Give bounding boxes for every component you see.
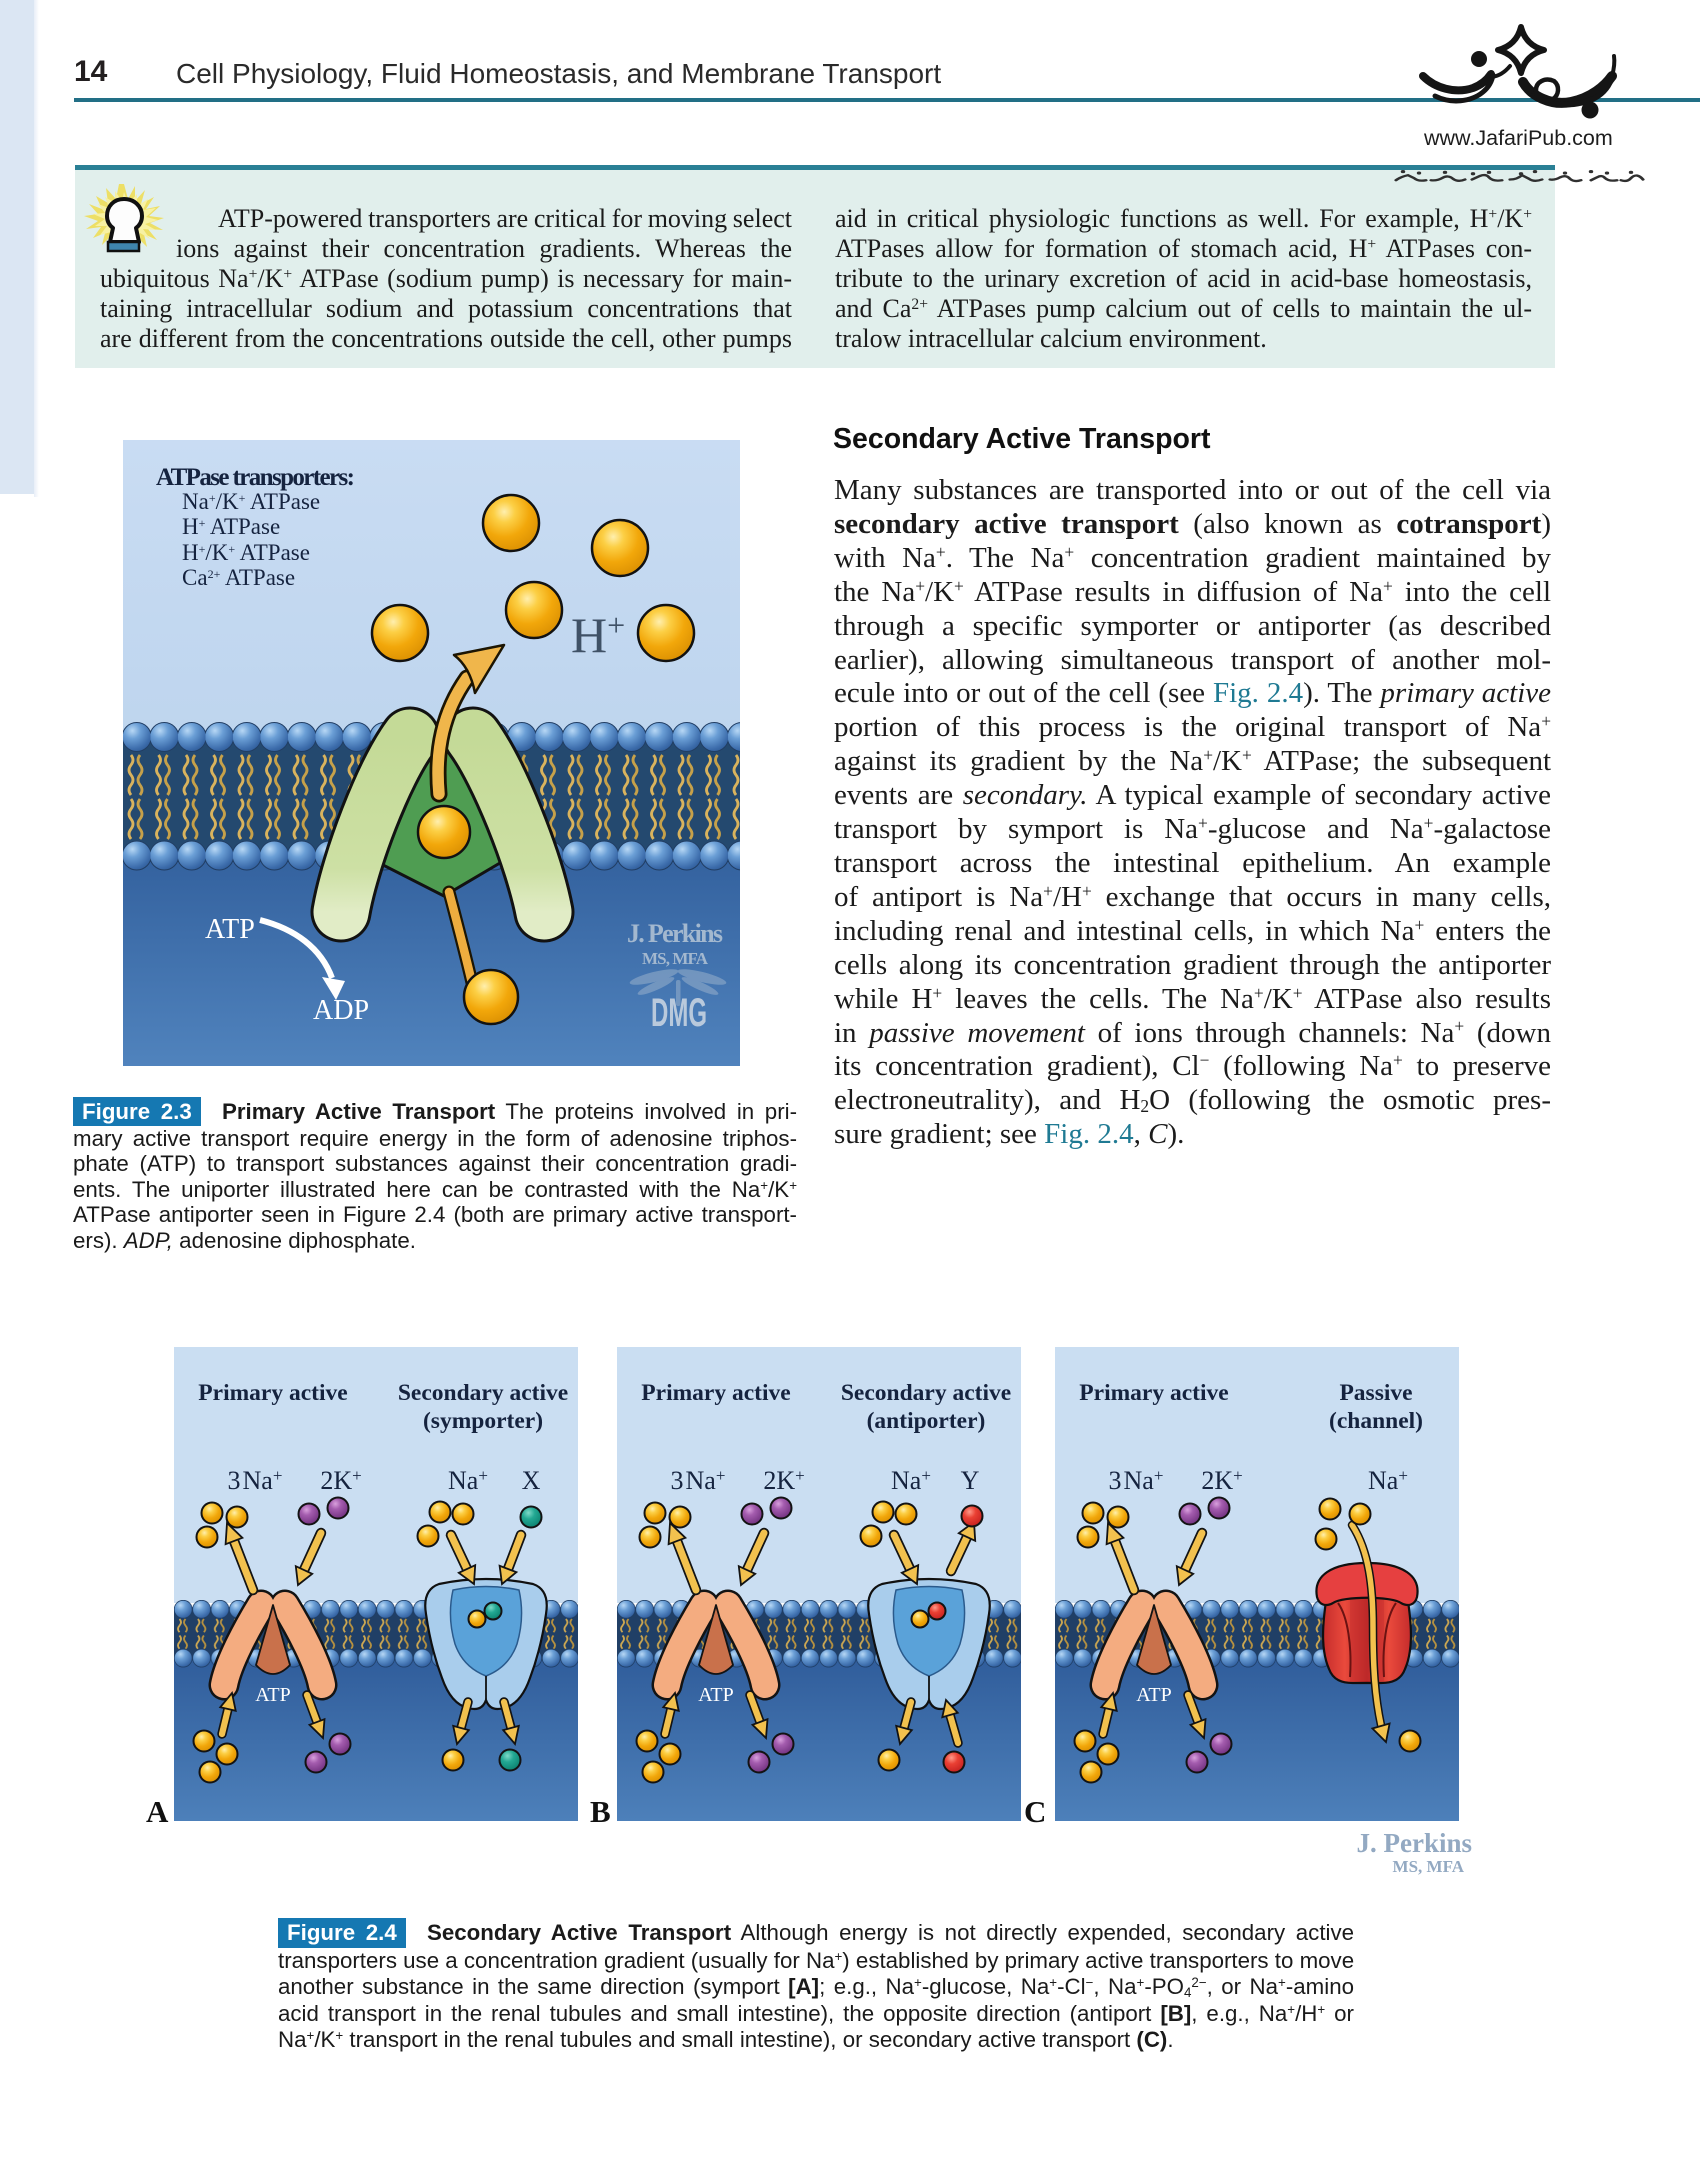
svg-text:DMG: DMG [651, 991, 707, 1035]
svg-text:H+ ATPase: H+ ATPase [182, 514, 280, 539]
svg-text:Passive: Passive [1339, 1380, 1412, 1406]
svg-text:Na+: Na+ [1368, 1466, 1408, 1495]
svg-text:X: X [522, 1466, 541, 1495]
svg-text:MS, MFA: MS, MFA [642, 949, 709, 968]
svg-text:H+/K+ ATPase: H+/K+ ATPase [182, 540, 310, 565]
svg-text:Secondary active: Secondary active [398, 1380, 568, 1406]
svg-text:Y: Y [961, 1466, 980, 1495]
svg-text:Secondary active: Secondary active [841, 1380, 1011, 1406]
svg-text:(antiporter): (antiporter) [867, 1408, 986, 1434]
svg-text:(channel): (channel) [1329, 1408, 1423, 1434]
svg-text:ADP: ADP [313, 995, 369, 1026]
svg-text:Ca2+ ATPase: Ca2+ ATPase [182, 565, 295, 590]
svg-text:J. Perkins: J. Perkins [627, 919, 723, 948]
svg-text:Na+/K+ ATPase: Na+/K+ ATPase [182, 489, 320, 514]
svg-text:ATPase transporters:: ATPase transporters: [156, 464, 355, 491]
svg-text:(symporter): (symporter) [423, 1408, 543, 1434]
svg-text:ATP: ATP [205, 914, 255, 945]
